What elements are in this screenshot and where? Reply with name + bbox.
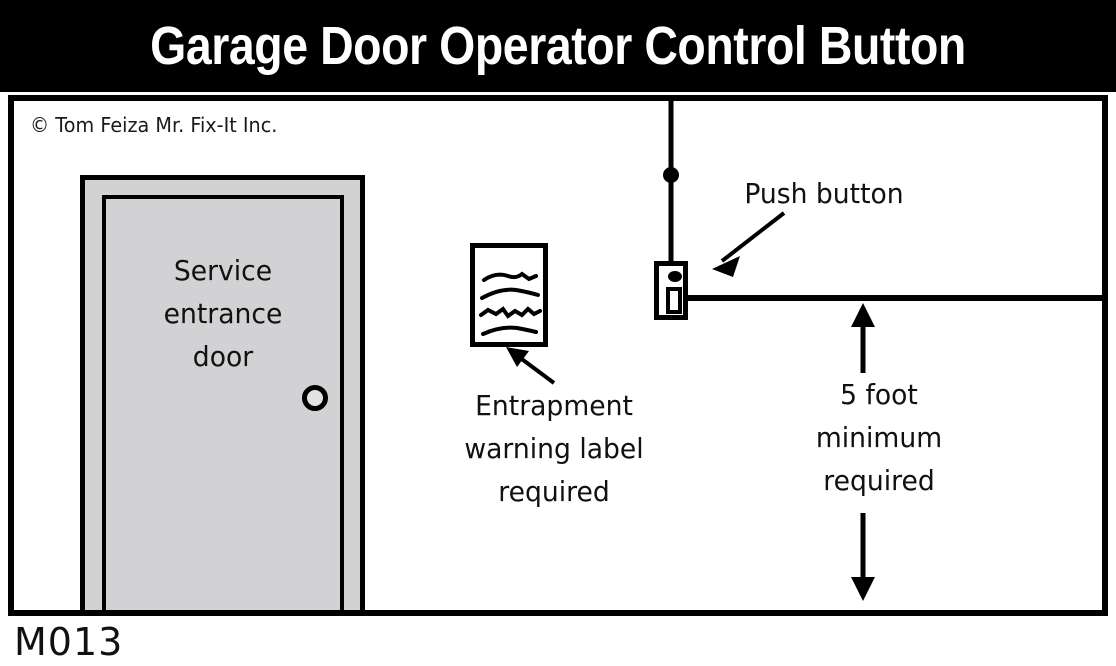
- push-button-device: [654, 261, 688, 320]
- entrapment-arrowhead: [506, 347, 529, 367]
- illustration-frame: © Tom Feiza Mr. Fix-It Inc. Service entr…: [8, 95, 1108, 616]
- service-door-label: Service entrance door: [116, 249, 331, 378]
- dimension-callout-line-3: required: [823, 464, 935, 497]
- dimension-callout-line-2: minimum: [815, 421, 943, 454]
- dimension-callout-line-1: 5 foot: [840, 378, 918, 411]
- door-label-line-3: door: [192, 340, 254, 373]
- wire-junction-dot: [663, 167, 679, 183]
- entrapment-callout: Entrapment warning label required: [421, 384, 687, 513]
- figure-code: M013: [14, 620, 124, 664]
- entrapment-warning-label-sign: [470, 243, 548, 347]
- page-title: Garage Door Operator Control Button: [150, 16, 966, 76]
- doorknob-icon: [302, 385, 328, 411]
- dimension-arrowhead-down: [851, 577, 875, 601]
- push-button-leader-line: [720, 211, 786, 263]
- door-label-line-1: Service: [173, 254, 273, 287]
- copyright-notice: © Tom Feiza Mr. Fix-It Inc.: [30, 113, 278, 137]
- title-bar: Garage Door Operator Control Button: [0, 0, 1116, 92]
- illustration-canvas: © Tom Feiza Mr. Fix-It Inc. Service entr…: [14, 101, 1102, 610]
- push-button-indicator-icon: [668, 271, 682, 282]
- entrapment-callout-line-3: required: [498, 475, 610, 508]
- entrapment-callout-line-1: Entrapment: [475, 389, 633, 422]
- push-button-arrowhead: [712, 256, 740, 277]
- entrapment-leader-line: [513, 352, 556, 385]
- entrapment-callout-line-2: warning label: [464, 432, 644, 465]
- push-button-switch-icon: [666, 287, 682, 314]
- dimension-arrowhead-up: [851, 303, 875, 327]
- push-button-callout-line-1: Push button: [744, 177, 904, 210]
- dimension-callout: 5 foot minimum required: [775, 373, 984, 502]
- door-label-line-2: entrance: [163, 297, 283, 330]
- push-button-callout: Push button: [701, 176, 948, 212]
